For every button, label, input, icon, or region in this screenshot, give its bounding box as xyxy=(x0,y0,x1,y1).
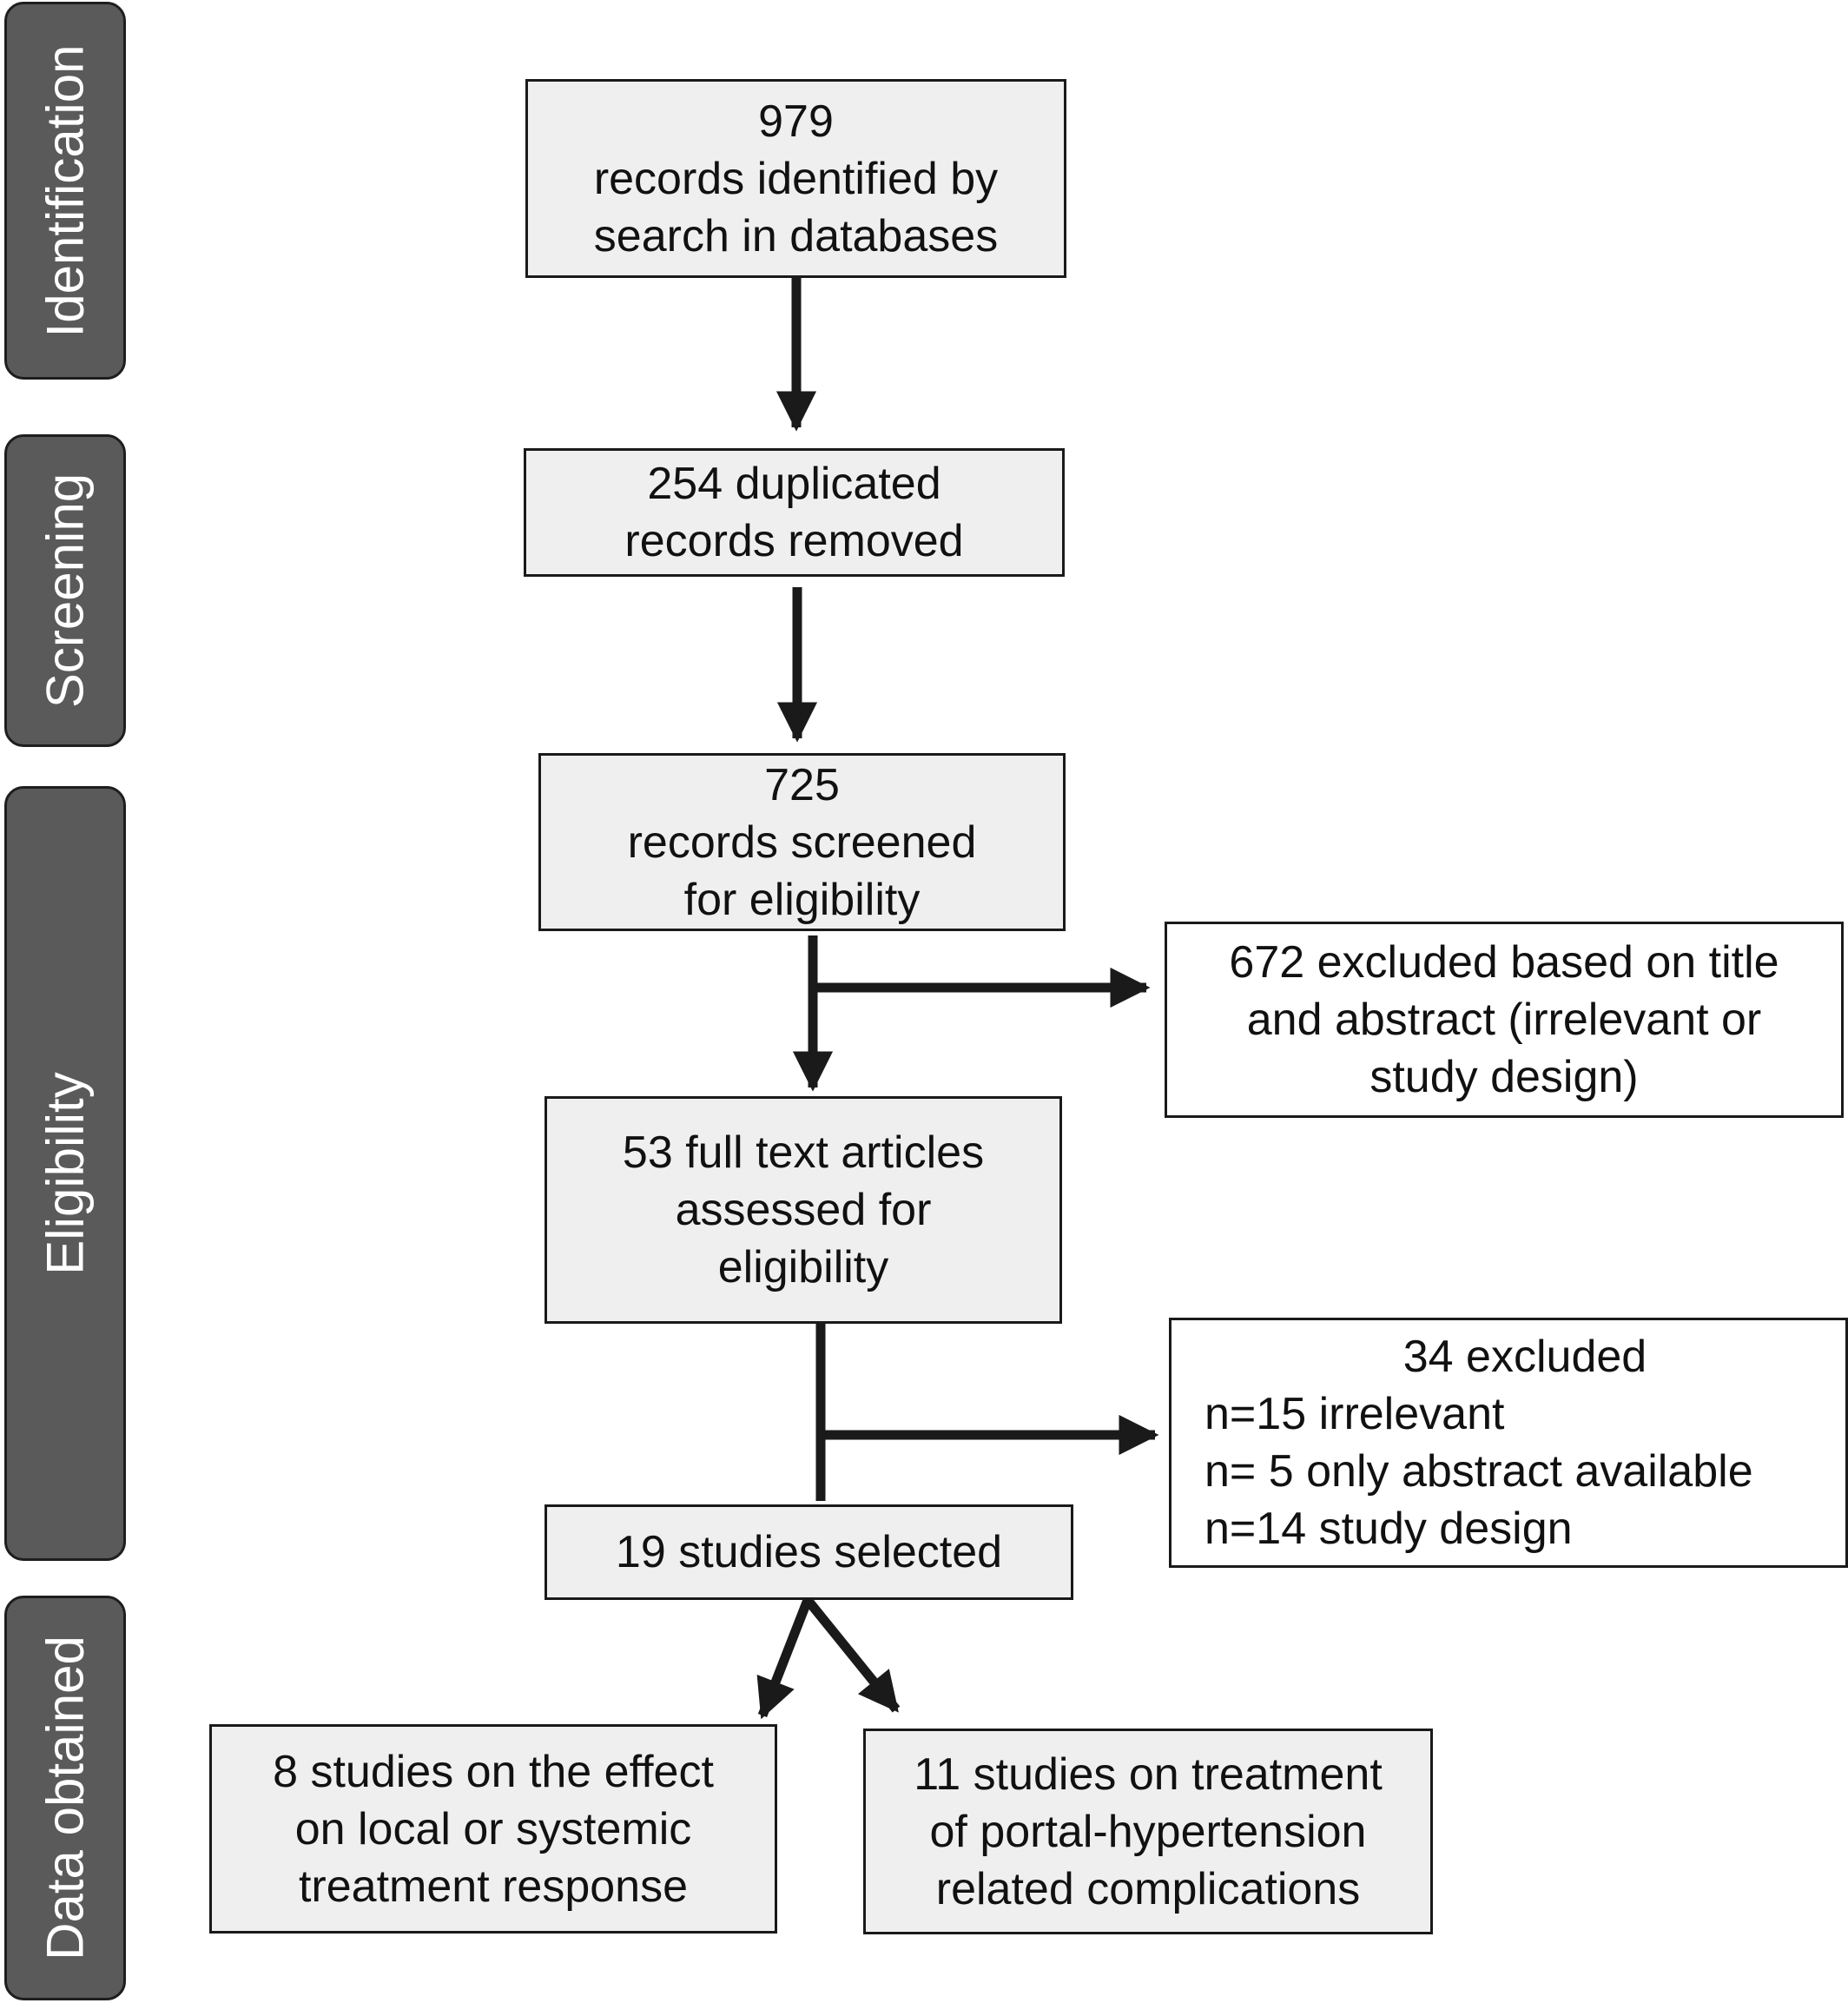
duplicates-removed-text-1: 254 duplicated xyxy=(647,459,941,509)
excluded-title-text-1: 672 excluded based on title xyxy=(1229,937,1779,988)
fulltext-assessed-text-1: 53 full text articles xyxy=(622,1127,985,1178)
excluded-fulltext-title: 34 excluded xyxy=(1402,1332,1647,1382)
stage-eligibility: Eligibility xyxy=(4,786,126,1561)
records-screened-text-2: for eligibility xyxy=(683,874,921,925)
identified-records-box: 979 records identified by search in data… xyxy=(525,79,1066,278)
portal-hypertension-text-2: of portal-hypertension xyxy=(929,1806,1367,1857)
studies-selected-text: 19 studies selected xyxy=(615,1527,1003,1577)
excluded-fulltext-item-abstract-only: n= 5 only abstract available xyxy=(1204,1446,1753,1497)
duplicates-removed-text-2: records removed xyxy=(624,516,964,566)
excluded-title-text-2: and abstract (irrelevant or xyxy=(1246,995,1762,1045)
fulltext-assessed-box: 53 full text articles assessed for eligi… xyxy=(544,1096,1062,1324)
excluded-title-abstract-box: 672 excluded based on title and abstract… xyxy=(1165,922,1844,1118)
identified-records-text-1: records identified by xyxy=(593,153,999,204)
portal-hypertension-text-3: related complications xyxy=(935,1863,1361,1914)
excluded-fulltext-box: 34 excluded n=15 irrelevant n= 5 only ab… xyxy=(1169,1318,1848,1568)
studies-selected-box: 19 studies selected xyxy=(544,1504,1073,1600)
records-screened-box: 725 records screened for eligibility xyxy=(538,753,1066,931)
stage-screening: Screening xyxy=(4,434,126,747)
arrow-selected-to-response xyxy=(756,1597,813,1720)
records-screened-text-1: records screened xyxy=(627,816,977,868)
treatment-response-text-1: 8 studies on the effect xyxy=(273,1746,714,1797)
records-screened-count: 725 xyxy=(764,759,840,810)
portal-hypertension-text-1: 11 studies on treatment xyxy=(914,1748,1383,1800)
excluded-title-text-3: study design) xyxy=(1370,1052,1639,1102)
fulltext-assessed-text-3: eligibility xyxy=(717,1242,889,1292)
treatment-response-text-2: on local or systemic xyxy=(294,1803,692,1854)
duplicates-removed-box: 254 duplicated records removed xyxy=(524,448,1065,577)
treatment-response-text-3: treatment response xyxy=(298,1861,689,1912)
treatment-response-box: 8 studies on the effect on local or syst… xyxy=(209,1724,777,1934)
portal-hypertension-box: 11 studies on treatment of portal-hypert… xyxy=(863,1729,1433,1934)
fulltext-assessed-text-2: assessed for xyxy=(675,1185,932,1235)
identified-records-count: 979 xyxy=(758,96,834,147)
arrow-selected-to-hypertension xyxy=(803,1596,901,1713)
excluded-fulltext-item-irrelevant: n=15 irrelevant xyxy=(1204,1389,1505,1439)
stage-identification: Identification xyxy=(4,2,126,380)
stage-data-obtained: Data obtained xyxy=(4,1596,126,2000)
identified-records-text-2: search in databases xyxy=(593,210,999,261)
excluded-fulltext-item-study-design: n=14 study design xyxy=(1204,1504,1573,1554)
